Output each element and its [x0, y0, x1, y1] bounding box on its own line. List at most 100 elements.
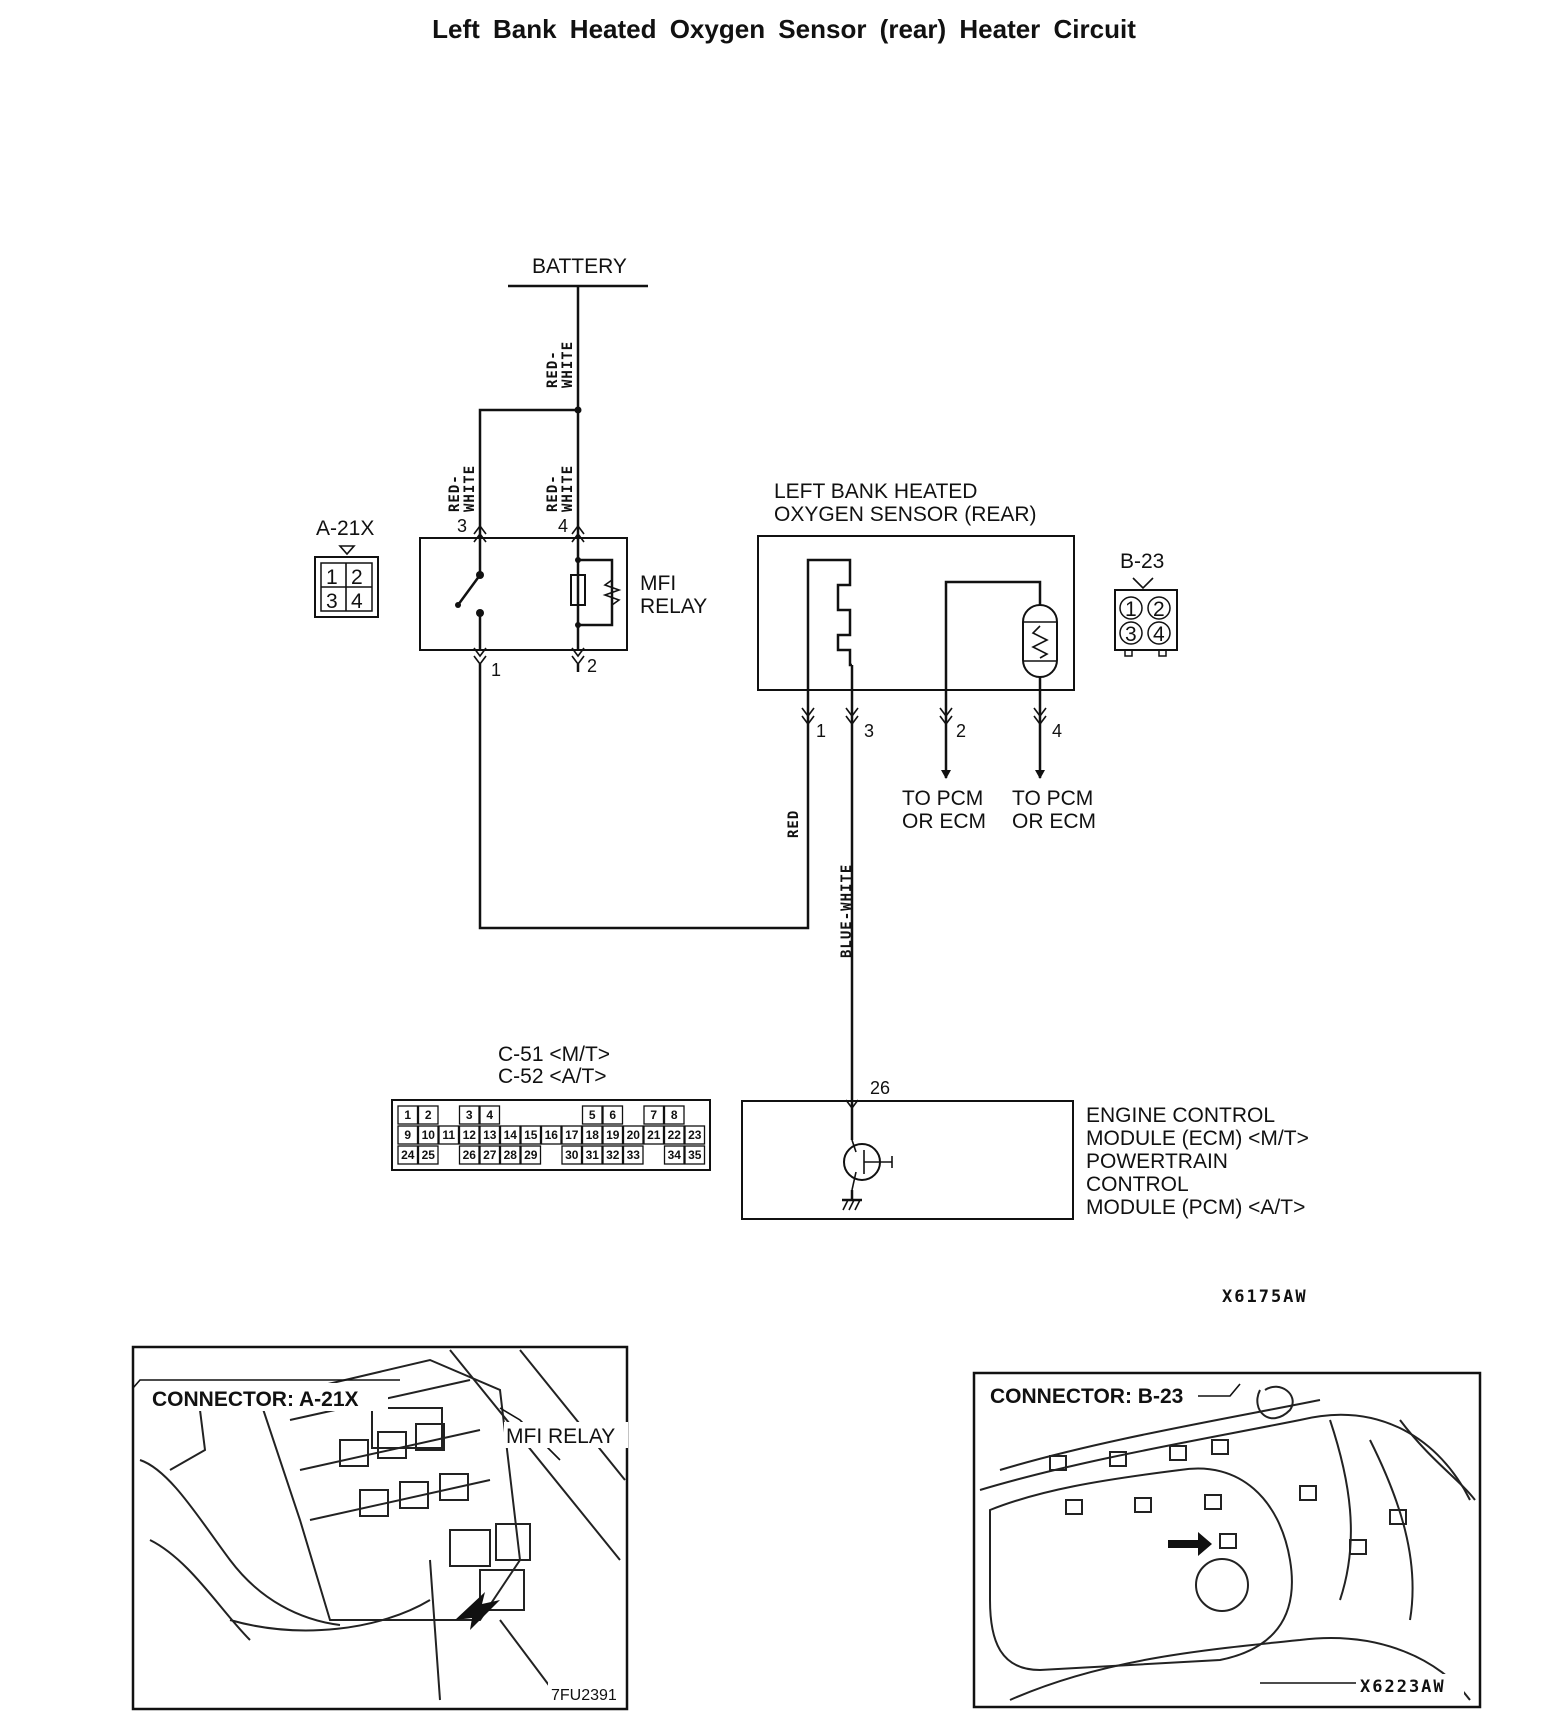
ecm-connector-pin-label: 27	[483, 1148, 497, 1162]
relay-pin1-number: 1	[491, 660, 501, 680]
photo-b23-code-bg	[1358, 1674, 1464, 1698]
ecm-connector-label-2: C-52 <A/T>	[498, 1065, 607, 1088]
ecm-connector-cell	[479, 1125, 501, 1145]
sensor-signal-loop	[944, 580, 1042, 690]
sensor-heater-element	[806, 558, 852, 690]
ecm-connector-pin-label: 30	[565, 1148, 579, 1162]
to-pcm-right-1: TO PCM	[1012, 787, 1093, 810]
relay-switch-blade	[456, 574, 482, 606]
b23-cell-4: 4	[1153, 623, 1165, 646]
ecm-connector-pin-label: 17	[565, 1128, 579, 1142]
ecm-connector-cell	[479, 1145, 501, 1165]
ecm-connector-pin-label: 13	[483, 1128, 497, 1142]
ecm-connector-pin-label: 8	[671, 1108, 678, 1122]
relay-pin2-number: 2	[587, 656, 597, 676]
ecm-connector-pin-label: 34	[668, 1148, 682, 1162]
b23-latch-icon	[1132, 577, 1154, 590]
photo-b23-code: X6223AW	[1360, 1677, 1446, 1697]
ecm-connector-cell	[499, 1145, 521, 1165]
photo-b23-title: CONNECTOR: B-23	[990, 1385, 1183, 1408]
b23-pin-circle	[1119, 596, 1143, 620]
ecm-connector-pin-label: 22	[668, 1128, 682, 1142]
ecm-connector-cell	[520, 1125, 542, 1145]
red-wire	[478, 664, 810, 930]
ecm-connector-cell	[581, 1105, 603, 1125]
ecm-connector-cell	[622, 1125, 644, 1145]
transistor-emitter	[851, 1171, 857, 1191]
ecm-label-3: POWERTRAIN	[1086, 1150, 1228, 1173]
mfi-relay-box	[419, 537, 628, 651]
a21x-cell-4: 4	[351, 590, 363, 613]
ecm-connector-pin-label: 9	[404, 1128, 411, 1142]
b23-connector-face	[1114, 589, 1178, 651]
b23-cell-3: 3	[1125, 623, 1137, 646]
sensor-pin1-number: 1	[816, 721, 826, 741]
ecm-connector-pin-label: 28	[504, 1148, 518, 1162]
ecm-connector-pin-label: 15	[524, 1128, 538, 1142]
relay-resistor-loop	[578, 558, 614, 627]
relay-pin4-terminal	[571, 524, 585, 543]
photo-a21x-code-bg	[548, 1680, 624, 1704]
photo-a21x-code: 7FU2391	[551, 1687, 617, 1704]
relay-coil-symbol	[570, 574, 586, 606]
ecm-label-5: MODULE (PCM) <A/T>	[1086, 1196, 1305, 1219]
b23-pin-circle	[1147, 621, 1171, 645]
ecm-connector-pin-label: 20	[627, 1128, 641, 1142]
ecm-connector-pin-label: 26	[463, 1148, 477, 1162]
ecm-connector-pin-label: 4	[486, 1108, 493, 1122]
b23-pin-circle	[1119, 621, 1143, 645]
ecm-connector-pin-label: 23	[688, 1128, 702, 1142]
ecm-connector-cell	[581, 1125, 603, 1145]
ecm-connector-cell	[581, 1145, 603, 1165]
arrow-down-icon	[941, 770, 951, 779]
a21x-cell-1: 1	[326, 566, 338, 589]
ecm-connector-cell	[417, 1105, 439, 1125]
relay-resistor-symbol	[602, 579, 622, 606]
ecm-connector-cell	[643, 1125, 665, 1145]
sensor-element-resistor	[1031, 625, 1049, 659]
ecm-connector-cell	[561, 1125, 583, 1145]
ecm-connector-pin-label: 7	[650, 1108, 657, 1122]
ecm-label-4: CONTROL	[1086, 1173, 1189, 1196]
ecm-connector-pin-label: 1	[404, 1108, 411, 1122]
ecm-connector-cell	[520, 1145, 542, 1165]
ecm-connector-pin-label: 14	[504, 1128, 518, 1142]
arrow-down-icon	[1035, 770, 1045, 779]
ecm-connector-pin-label: 35	[688, 1148, 702, 1162]
ecm-connector-cell	[684, 1125, 706, 1145]
relay-pin4-wire-color-2: WHITE	[560, 465, 576, 512]
red-wire-label: RED	[786, 810, 802, 838]
ecm-connector-pin-label: 10	[422, 1128, 436, 1142]
b23-cell-1: 1	[1125, 598, 1137, 621]
ecm-connector-cell	[561, 1145, 583, 1165]
a21x-connector-id: A-21X	[316, 517, 374, 540]
a21x-connector-face	[314, 556, 379, 618]
b23-connector-id: B-23	[1120, 550, 1164, 573]
ecm-connector-pin-label: 31	[586, 1148, 600, 1162]
battery-label: BATTERY	[532, 255, 627, 278]
ecm-connector-pin-label: 24	[401, 1148, 415, 1162]
b23-foot	[1158, 649, 1167, 657]
ecm-pin-number: 26	[870, 1078, 890, 1098]
b23-foot	[1124, 649, 1133, 657]
relay-contact-pivot	[455, 602, 461, 608]
blue-white-wire-label: BLUE-WHITE	[839, 864, 855, 958]
ecm-connector-pin-label: 18	[586, 1128, 600, 1142]
sensor-pin3-number: 3	[864, 721, 874, 741]
sensor-label-1: LEFT BANK HEATED	[774, 480, 977, 503]
sensor-label-2: OXYGEN SENSOR (REAR)	[774, 503, 1037, 526]
transistor-collector	[851, 1139, 857, 1153]
ecm-connector-pin-label: 25	[422, 1148, 436, 1162]
photo-a21x: CONNECTOR: A-21X MFI RELAY 7FU2391	[131, 1345, 629, 1711]
ecm-connector-pin-label: 16	[545, 1128, 559, 1142]
photo-b23-title-bg	[988, 1380, 1198, 1408]
ecm-connector-cell	[540, 1125, 562, 1145]
ecm-connector-cell	[663, 1145, 685, 1165]
ecm-connector-cell	[499, 1125, 521, 1145]
photo-b23-frame	[972, 1371, 1482, 1709]
photo-a21x-title: CONNECTOR: A-21X	[152, 1388, 359, 1411]
junction-dot	[575, 557, 581, 563]
ecm-connector-cell	[458, 1145, 480, 1165]
b23-pin-circle	[1147, 596, 1171, 620]
